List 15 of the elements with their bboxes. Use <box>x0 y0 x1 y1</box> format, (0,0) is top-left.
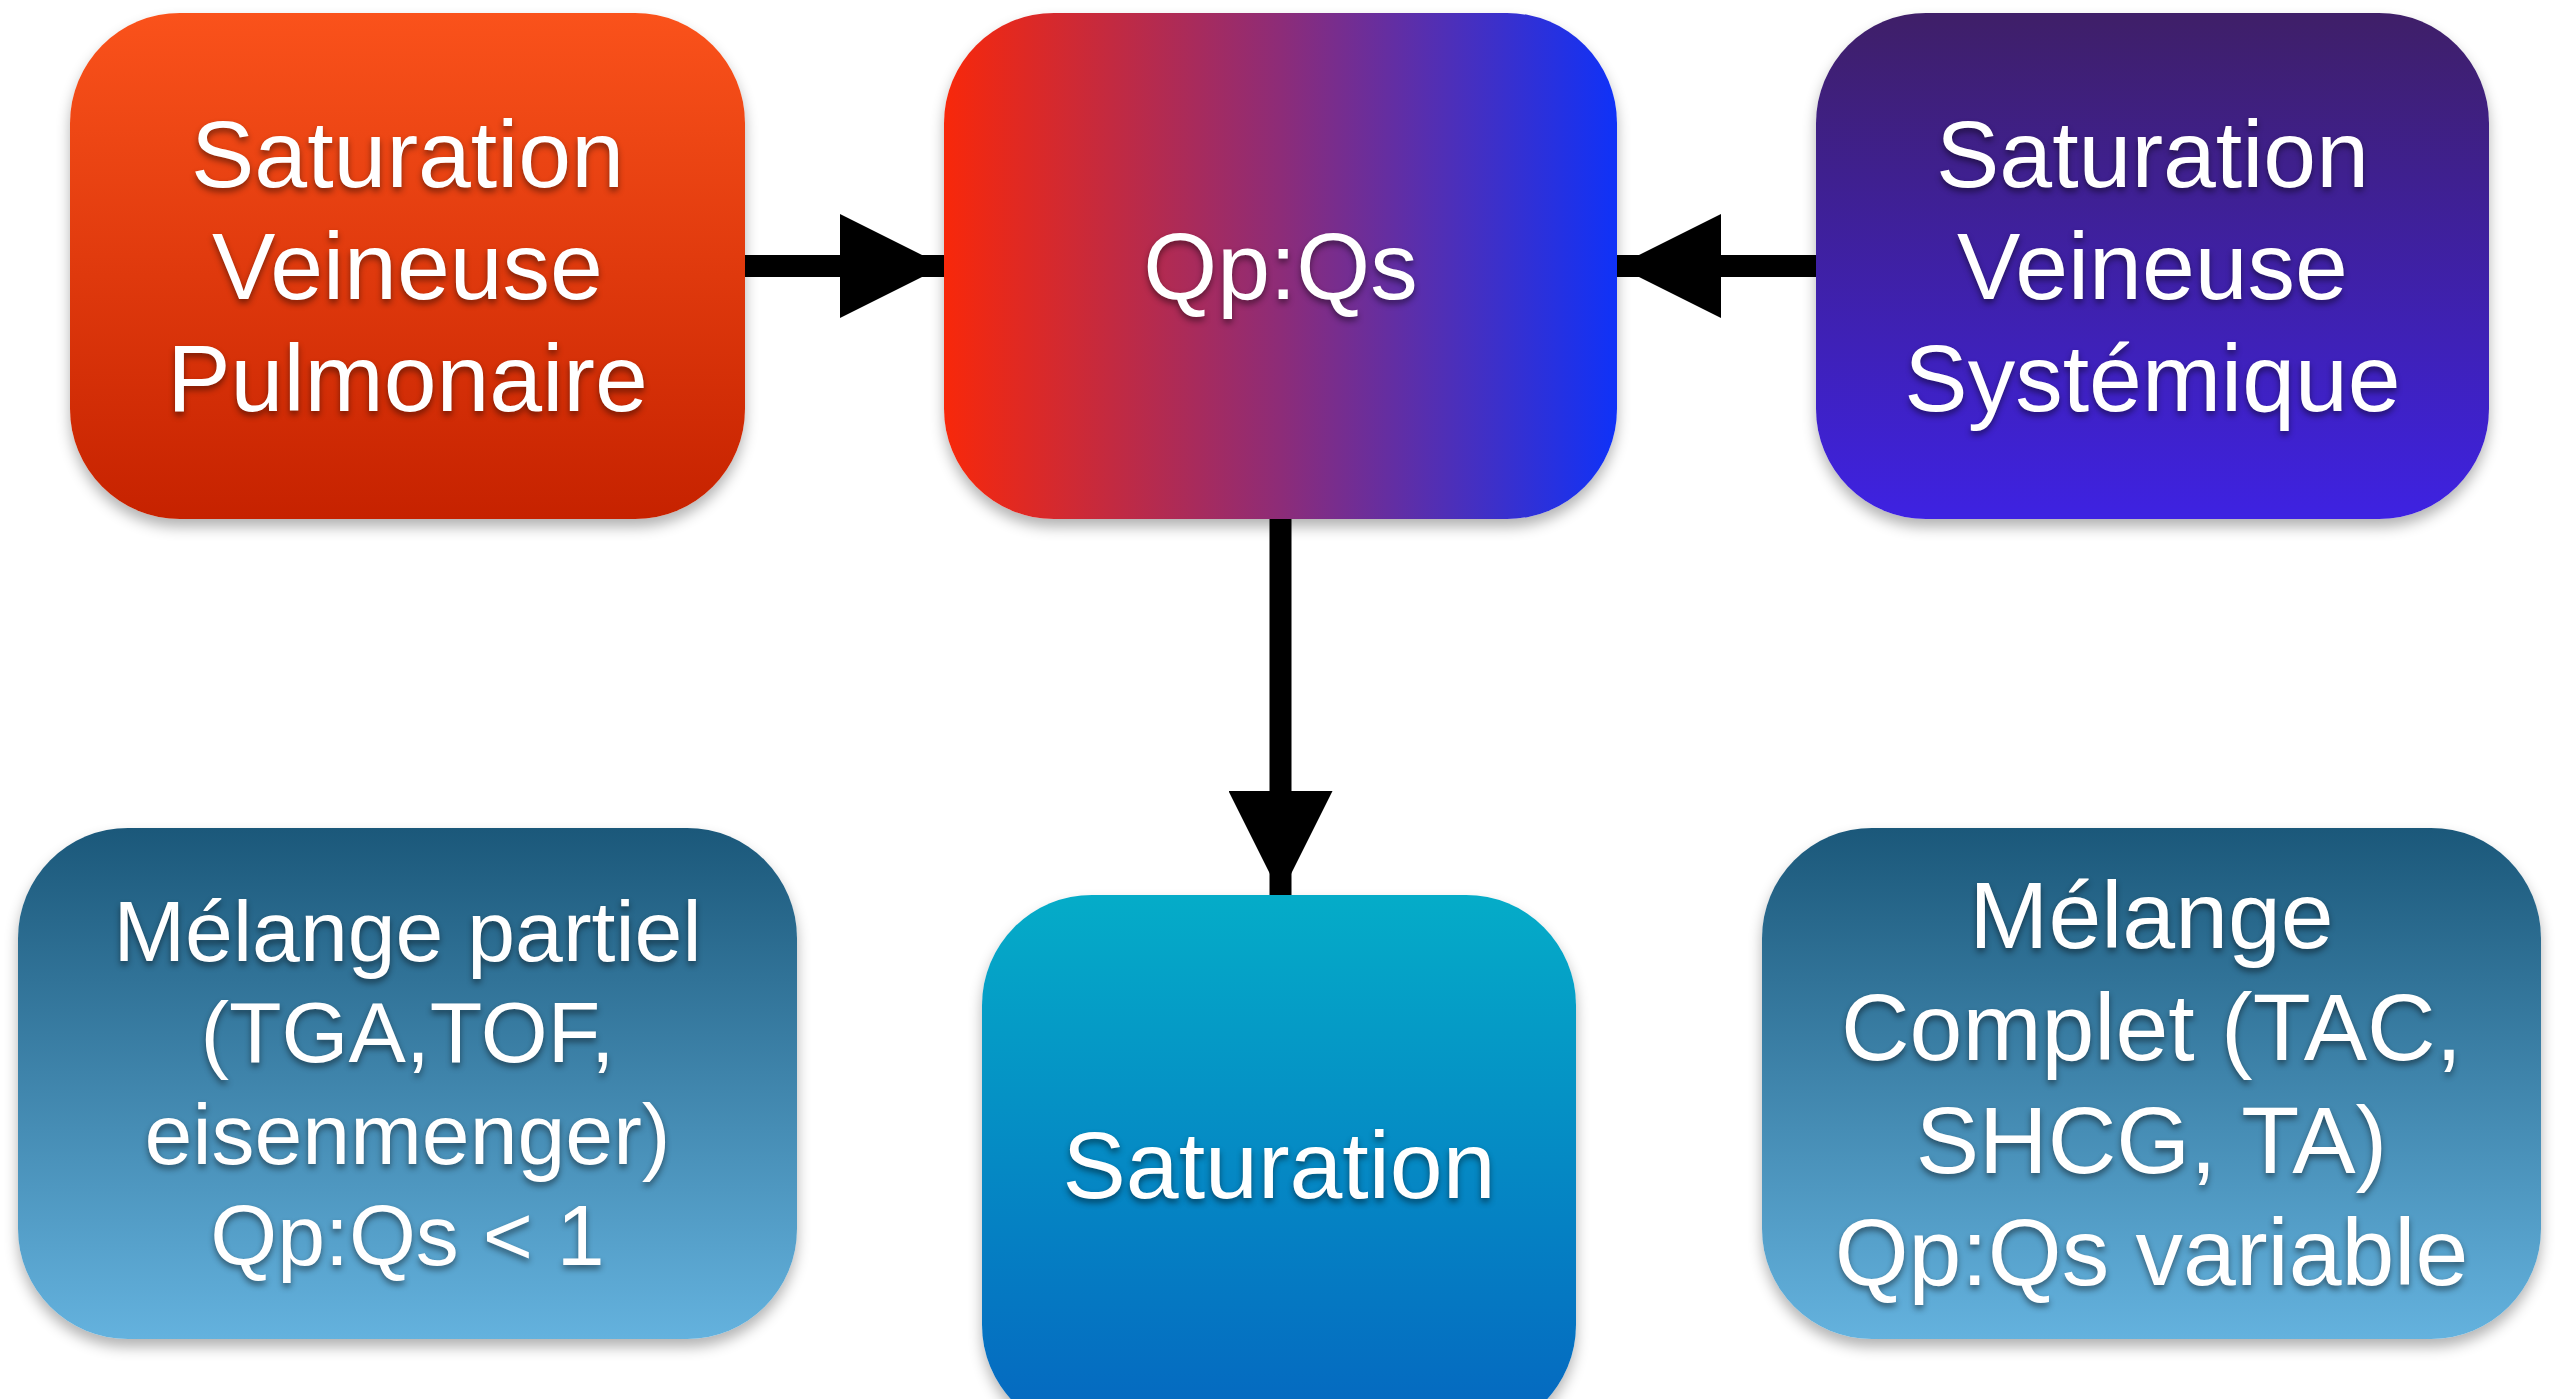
process-box <box>1762 828 2541 1339</box>
box-label: Saturation Veineuse Systémique <box>1903 99 2402 434</box>
box-label: Qp:Qs <box>1143 211 1418 321</box>
arrow <box>1228 519 1333 895</box>
box-label: Saturation Veineuse Pulmonaire <box>166 99 649 434</box>
process-box <box>944 13 1617 519</box>
process-box <box>982 895 1576 1399</box>
arrow <box>745 214 944 318</box>
arrow <box>1617 214 1816 318</box>
process-box <box>1816 13 2489 519</box>
box-label: Mélange Complet (TAC, SHCG, TA) Qp:Qs variable <box>1833 861 2470 1307</box>
box-label: Saturation <box>1062 1110 1496 1220</box>
process-box <box>18 828 797 1339</box>
box-label: Mélange partiel (TGA,TOF, eisenmenger) Qp:Qs < 1 <box>112 881 703 1285</box>
process-box <box>70 13 745 519</box>
